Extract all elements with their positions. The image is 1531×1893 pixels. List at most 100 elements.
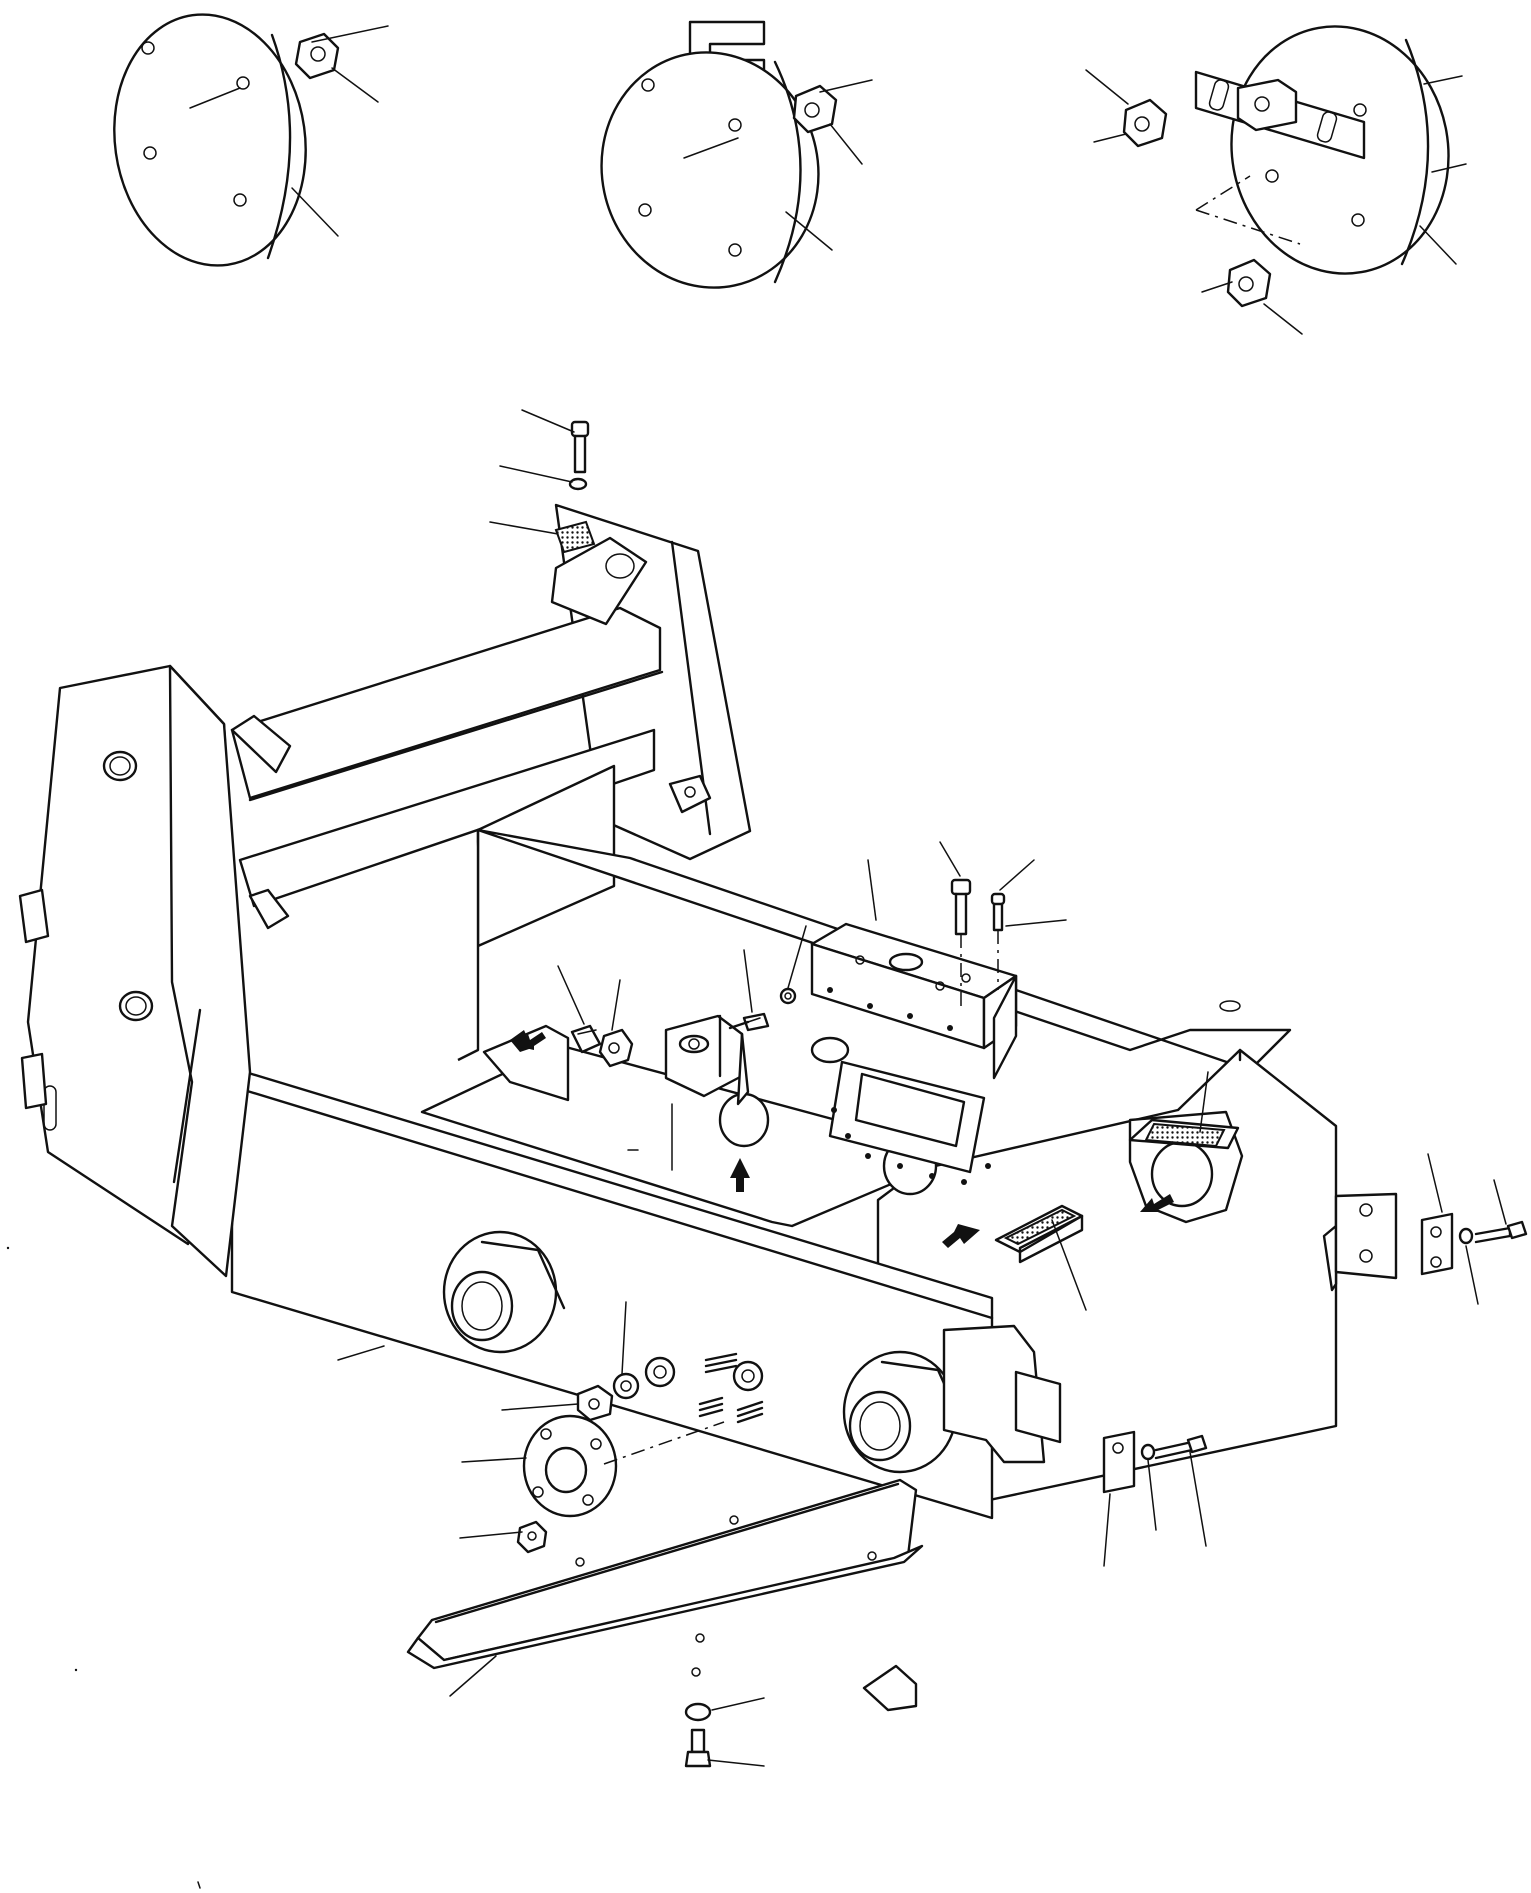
leader-line bbox=[1094, 134, 1126, 142]
leader-line bbox=[1424, 76, 1462, 84]
leader-line bbox=[1190, 1452, 1206, 1546]
leader-line bbox=[786, 212, 832, 250]
anti-slip-pad-icon bbox=[996, 1206, 1082, 1262]
leader-line bbox=[612, 980, 620, 1030]
bracket-plate-icon bbox=[1422, 1214, 1452, 1274]
counterweight-disc-1 bbox=[98, 2, 388, 278]
centre-line bbox=[604, 1422, 724, 1464]
nut-icon bbox=[1124, 100, 1166, 146]
leader-line bbox=[1006, 920, 1066, 926]
leader-line bbox=[460, 1532, 522, 1538]
anti-slip-pad-icon bbox=[1130, 1120, 1238, 1148]
leader-line bbox=[1432, 164, 1466, 172]
stud-icon bbox=[706, 1354, 736, 1372]
bolt-icon bbox=[992, 894, 1004, 990]
main-frame-icon bbox=[20, 505, 1336, 1518]
valve-block-icon bbox=[812, 924, 1016, 1078]
bolt-icon bbox=[952, 880, 970, 1010]
scan-specks bbox=[6, 1246, 200, 1888]
stud-icon bbox=[738, 1402, 762, 1422]
leader-line bbox=[1052, 1220, 1086, 1310]
side-bracket-assembly-lower bbox=[1104, 1432, 1206, 1566]
leader-line bbox=[1466, 1246, 1478, 1304]
leader-line bbox=[1086, 70, 1128, 104]
bolt-icon bbox=[578, 1386, 612, 1420]
leader-line bbox=[502, 1404, 578, 1410]
counterweight-disc-with-clamp-plate-icon bbox=[1196, 9, 1468, 291]
bracket-plate-icon bbox=[666, 1016, 748, 1104]
direction-arrows bbox=[516, 1032, 1174, 1248]
leader-line bbox=[820, 80, 872, 92]
valve-block bbox=[812, 842, 1066, 1078]
axle-flange-assembly bbox=[338, 1302, 762, 1552]
nut-icon bbox=[518, 1522, 546, 1552]
leader-line bbox=[708, 1760, 764, 1766]
nut-icon bbox=[600, 1030, 632, 1066]
bottom-guard-plate-icon bbox=[408, 1480, 922, 1710]
leader-line bbox=[1104, 1494, 1110, 1566]
leader-line bbox=[1148, 1460, 1156, 1530]
leader-line bbox=[500, 466, 572, 482]
side-bracket-assembly-upper bbox=[1422, 1154, 1526, 1304]
bolt-icon bbox=[730, 1014, 768, 1030]
leader-line bbox=[292, 188, 338, 236]
bracket-plate-assembly bbox=[666, 926, 806, 1170]
counterweight-disc-2 bbox=[580, 22, 872, 308]
upright-top-fasteners bbox=[490, 410, 594, 552]
main-frame bbox=[20, 505, 1396, 1518]
leader-line bbox=[1202, 282, 1232, 292]
anti-slip-pad-icon bbox=[556, 522, 594, 552]
bolt-icon bbox=[1476, 1222, 1526, 1242]
leader-line bbox=[1428, 1154, 1442, 1212]
axle-housing-front bbox=[444, 1232, 564, 1352]
counterweight-disc-3 bbox=[1086, 9, 1468, 334]
leader-line bbox=[1420, 226, 1456, 264]
washer-icon bbox=[781, 989, 795, 1003]
leader-line bbox=[788, 926, 806, 988]
leader-line bbox=[712, 1698, 764, 1710]
direction-arrow-icon bbox=[1140, 1194, 1174, 1212]
leader-line bbox=[522, 410, 574, 432]
counterweight-disc-with-bracket-icon bbox=[580, 22, 840, 308]
direction-arrow-icon bbox=[730, 1158, 750, 1192]
leader-line bbox=[332, 68, 378, 102]
leader-line bbox=[312, 26, 388, 42]
axle-housing-rear bbox=[844, 1352, 964, 1472]
leader-line bbox=[1200, 1072, 1208, 1132]
inspection-opening bbox=[830, 1062, 991, 1185]
leader-line bbox=[450, 1656, 496, 1696]
washer-icon bbox=[570, 479, 586, 489]
leader-line bbox=[338, 1346, 384, 1360]
axle-flange-icon bbox=[524, 1416, 616, 1516]
leader-line bbox=[940, 842, 960, 876]
bracket-plate-icon bbox=[1104, 1432, 1134, 1492]
stud-icon bbox=[700, 1398, 722, 1416]
nut-icon bbox=[734, 1362, 762, 1390]
leader-line bbox=[622, 1302, 626, 1374]
bolt-icon bbox=[572, 422, 588, 472]
leader-line bbox=[1264, 304, 1302, 334]
right-body-pads bbox=[996, 1072, 1238, 1310]
leader-line bbox=[1000, 860, 1034, 890]
nut-icon bbox=[1228, 260, 1270, 306]
leader-line bbox=[1494, 1180, 1506, 1224]
bottom-guard-plate bbox=[408, 1480, 922, 1766]
plug-and-nut bbox=[558, 966, 638, 1150]
rear-lug-bracket bbox=[944, 1326, 1060, 1462]
leader-line bbox=[462, 1458, 526, 1462]
washer-icon bbox=[1460, 1229, 1472, 1243]
bolt-icon bbox=[1156, 1436, 1206, 1458]
washer-icon bbox=[646, 1358, 674, 1386]
washer-icon bbox=[686, 1704, 710, 1720]
direction-arrow-icon bbox=[942, 1224, 980, 1248]
leader-line bbox=[558, 966, 584, 1024]
leader-line bbox=[830, 124, 862, 164]
washer-icon bbox=[1142, 1445, 1154, 1459]
bolt-icon bbox=[686, 1730, 710, 1766]
bolt-icon bbox=[572, 1026, 600, 1052]
direction-arrow-icon bbox=[516, 1032, 546, 1050]
counterweight-disc-icon bbox=[98, 2, 321, 278]
washer-icon bbox=[614, 1374, 638, 1398]
nut-icon bbox=[794, 86, 836, 132]
